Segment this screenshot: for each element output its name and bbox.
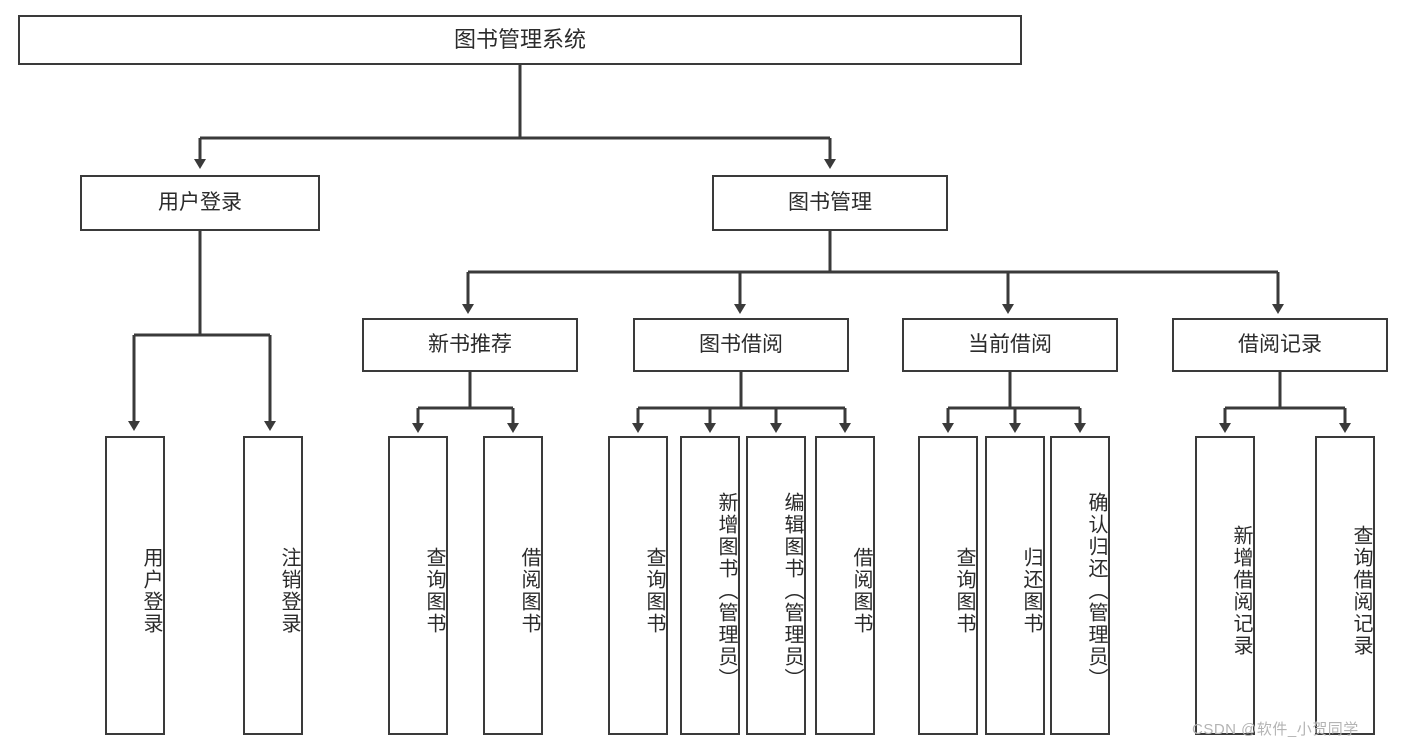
node-leaf-query-book-1[interactable]: 查询图书: [388, 436, 448, 735]
node-leaf-user-logout[interactable]: 注销登录: [243, 436, 303, 735]
node-book-manage[interactable]: 图书管理: [712, 175, 948, 231]
node-leaf-borrow-book-2[interactable]: 借阅图书: [815, 436, 875, 735]
edge-group-new-book-recommend: [412, 372, 519, 433]
node-new-book-recommend-label: 新书推荐: [428, 332, 512, 356]
node-user-login[interactable]: 用户登录: [80, 175, 320, 231]
node-borrow-record[interactable]: 借阅记录: [1172, 318, 1388, 372]
node-leaf-borrow-book-2-label: 借阅图书: [850, 546, 872, 635]
node-leaf-add-book-admin-label: 新增图书（管理员）: [715, 491, 737, 690]
node-leaf-query-book-2[interactable]: 查询图书: [608, 436, 668, 735]
node-leaf-return-book-label: 归还图书: [1020, 546, 1042, 635]
node-leaf-add-book-admin[interactable]: 新增图书（管理员）: [680, 436, 740, 735]
node-leaf-query-borrow-record-label: 查询借阅记录: [1350, 524, 1372, 657]
node-leaf-query-borrow-record[interactable]: 查询借阅记录: [1315, 436, 1375, 735]
node-root[interactable]: 图书管理系统: [18, 15, 1022, 65]
csdn-watermark: CSDN @软件_小贺同学: [1192, 721, 1359, 738]
edge-group-book-borrow: [632, 372, 851, 433]
node-current-borrow-label: 当前借阅: [968, 332, 1052, 356]
edge-group-current-borrow: [942, 372, 1086, 433]
node-book-manage-label: 图书管理: [788, 190, 872, 214]
node-leaf-user-logout-label: 注销登录: [278, 546, 300, 635]
node-leaf-add-borrow-record[interactable]: 新增借阅记录: [1195, 436, 1255, 735]
node-leaf-query-book-3-label: 查询图书: [953, 546, 975, 635]
node-root-label: 图书管理系统: [453, 27, 586, 53]
node-new-book-recommend[interactable]: 新书推荐: [362, 318, 578, 372]
edge-group-root: [194, 65, 836, 169]
node-borrow-record-label: 借阅记录: [1238, 332, 1322, 356]
node-leaf-query-book-2-label: 查询图书: [643, 546, 665, 635]
node-leaf-return-book[interactable]: 归还图书: [985, 436, 1045, 735]
node-current-borrow[interactable]: 当前借阅: [902, 318, 1118, 372]
node-leaf-query-book-1-label: 查询图书: [423, 546, 445, 635]
edge-group-book-manage: [462, 231, 1284, 314]
node-leaf-confirm-return-admin-label: 确认归还（管理员）: [1085, 491, 1107, 690]
node-leaf-edit-book-admin[interactable]: 编辑图书（管理员）: [746, 436, 806, 735]
edge-group-borrow-record: [1219, 372, 1351, 433]
node-leaf-confirm-return-admin[interactable]: 确认归还（管理员）: [1050, 436, 1110, 735]
node-user-login-label: 用户登录: [158, 190, 242, 214]
node-leaf-borrow-book-1[interactable]: 借阅图书: [483, 436, 543, 735]
edge-group-user-login: [128, 231, 276, 431]
node-book-borrow-label: 图书借阅: [699, 332, 783, 356]
node-book-borrow[interactable]: 图书借阅: [633, 318, 849, 372]
node-leaf-borrow-book-1-label: 借阅图书: [518, 546, 540, 635]
node-leaf-query-book-3[interactable]: 查询图书: [918, 436, 978, 735]
node-leaf-user-login-label: 用户登录: [140, 546, 162, 635]
node-leaf-add-borrow-record-label: 新增借阅记录: [1230, 524, 1252, 657]
node-leaf-user-login[interactable]: 用户登录: [105, 436, 165, 735]
node-leaf-edit-book-admin-label: 编辑图书（管理员）: [781, 491, 803, 690]
